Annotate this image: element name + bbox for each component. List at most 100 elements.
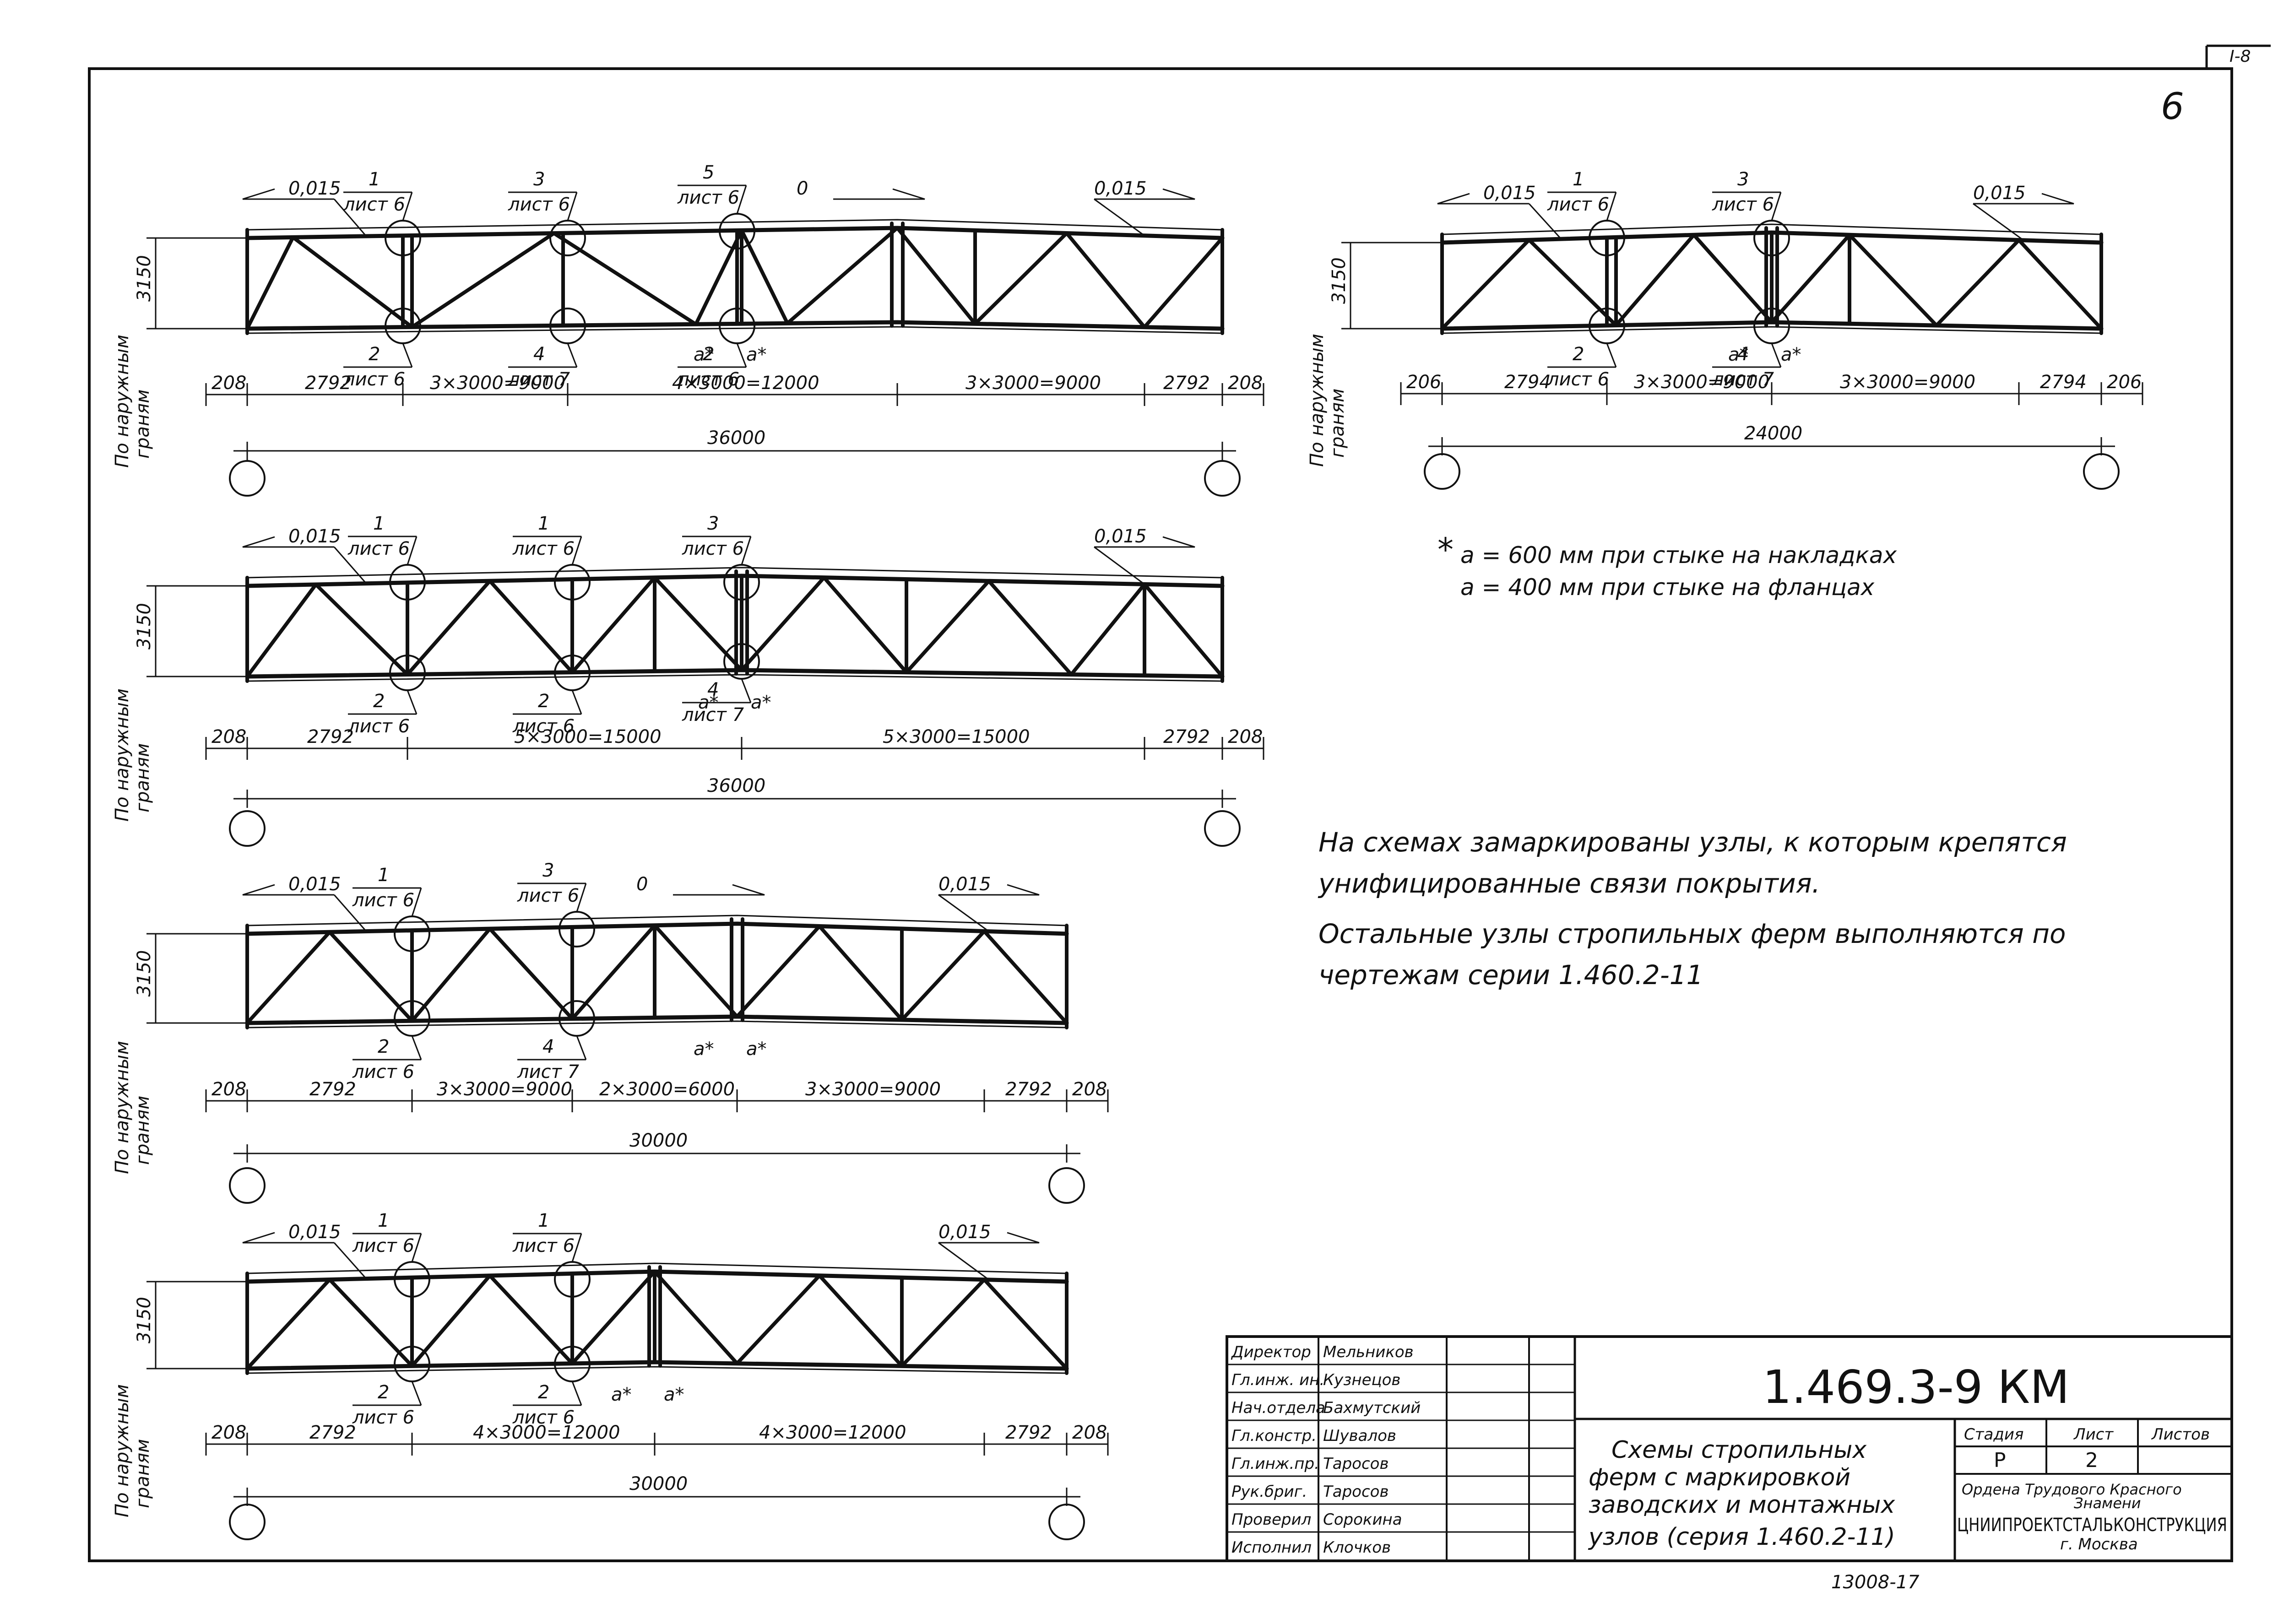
web-diagonal — [570, 1270, 656, 1365]
footnote-asterisk: * — [1437, 531, 1454, 568]
bottom-chord-edge — [247, 1366, 1067, 1374]
node-circle — [549, 220, 586, 256]
dim-label: 2792 — [1005, 1422, 1052, 1443]
slope-right: 0,015 — [1094, 526, 1147, 547]
axis-bubble-right — [1204, 810, 1241, 847]
a-marker-left: a* — [694, 344, 714, 365]
tb-role: Нач.отдела — [1231, 1399, 1325, 1417]
axis-bubble-left — [229, 460, 266, 497]
dim-label: 3×3000=9000 — [430, 373, 565, 394]
node-sheet: лист 6 — [508, 194, 570, 215]
web-diagonal — [245, 582, 318, 678]
dim-label: 208 — [1228, 373, 1263, 394]
node-leader — [407, 690, 418, 715]
a-marker-left: a* — [1728, 344, 1749, 365]
node-leader — [736, 343, 747, 368]
side-label-1: По наружным — [112, 688, 133, 822]
node-number: 4 — [542, 1036, 554, 1057]
web-diagonal — [2017, 238, 2103, 330]
dim-label: 208 — [1072, 1422, 1107, 1443]
side-label-1: По наружным — [112, 335, 133, 468]
dim-label: 206 — [1406, 372, 1441, 393]
node-leader — [411, 888, 422, 917]
node-sheet: лист 6 — [352, 1235, 414, 1256]
node-number: 1 — [538, 513, 549, 534]
drawing-title-3: заводских и монтажных — [1589, 1491, 1895, 1519]
slope-left: 0,015 — [288, 178, 341, 199]
node-sheet: лист 6 — [343, 369, 405, 390]
tb-role: Гл.инж. ин. — [1231, 1371, 1324, 1389]
a-marker-left: a* — [611, 1384, 632, 1405]
slope-mid: 0 — [797, 178, 808, 199]
height-label: 3150 — [134, 1297, 155, 1343]
web-diagonal — [488, 579, 574, 674]
a-marker-left: a* — [698, 692, 719, 713]
slope-right-arrow — [938, 1232, 1040, 1244]
sheet-value: 2 — [2085, 1449, 2098, 1472]
web-diagonal — [900, 929, 986, 1022]
slope-left-arrow — [242, 884, 334, 896]
sheets-header: Листов — [2151, 1425, 2210, 1444]
slope-right-leader — [1094, 546, 1145, 585]
note-line-1: На схемах замаркированы узлы, к которым … — [1318, 827, 2067, 858]
org-line-2: Знамени — [2074, 1494, 2141, 1512]
slope-right: 0,015 — [938, 1222, 991, 1243]
web-diagonal — [740, 575, 826, 672]
node-number: 2 — [538, 691, 549, 712]
web-diagonal — [818, 924, 904, 1022]
slope-left: 0,015 — [288, 526, 341, 547]
axis-bubble-left — [229, 1504, 266, 1540]
node-number: 3 — [707, 513, 719, 534]
node-sheet: лист 7 — [682, 704, 744, 725]
dim-label: 208 — [212, 373, 246, 394]
web-diagonal — [570, 575, 656, 674]
web-diagonal — [735, 1273, 821, 1365]
node-sheet: лист 6 — [682, 538, 744, 559]
dim-label: 2×3000=6000 — [599, 1079, 735, 1100]
node-number: 2 — [378, 1036, 389, 1057]
tb-role: Гл.инж.пр. — [1231, 1455, 1319, 1473]
dim-label: 4×3000=12000 — [473, 1422, 620, 1443]
node-number: 2 — [1573, 344, 1584, 365]
tb-name: Клочков — [1323, 1538, 1391, 1557]
stage-header: Стадия — [1964, 1425, 2023, 1444]
node-leader — [1606, 192, 1617, 221]
web-diagonal — [1848, 233, 1938, 327]
slope-right-arrow — [938, 884, 1040, 896]
top-chord-edge — [1442, 223, 2102, 235]
node-leader — [402, 192, 413, 221]
dim-label: 5×3000=15000 — [514, 726, 662, 747]
org-line-3: ЦНИИПРОЕКТСТАЛЬКОНСТРУКЦИЯ — [1957, 1515, 2227, 1536]
web-diagonal — [328, 1278, 414, 1368]
dim-label: 2792 — [309, 1079, 356, 1100]
node-number: 5 — [703, 162, 714, 183]
web-diagonal — [822, 575, 908, 674]
slope-left-arrow — [1437, 193, 1529, 205]
slope-left: 0,015 — [288, 1222, 341, 1243]
axis-bubble-left — [229, 810, 266, 847]
span-label: 36000 — [707, 428, 765, 449]
web-diagonal — [1440, 238, 1531, 330]
node-number: 2 — [538, 1382, 549, 1403]
node-number: 1 — [373, 513, 385, 534]
web-diagonal — [982, 929, 1069, 1025]
web-diagonal — [488, 927, 574, 1021]
web-diagonal — [410, 231, 556, 329]
span-label: 36000 — [707, 775, 765, 796]
tb-role: Проверил — [1231, 1510, 1311, 1529]
slope-right-leader — [938, 894, 989, 932]
node-number: 4 — [1737, 344, 1749, 365]
node-number: 1 — [1573, 169, 1584, 190]
web-diagonal — [488, 1273, 574, 1365]
a-marker-right: a* — [746, 1039, 767, 1060]
node-sheet: лист 6 — [1547, 194, 1609, 215]
bottom-chord-edge — [1442, 326, 2102, 334]
web-diagonal — [818, 1273, 904, 1368]
node-leader — [571, 536, 582, 565]
node-sheet: лист 7 — [508, 369, 570, 390]
node-leader — [567, 343, 578, 368]
a-marker-right: a* — [1781, 344, 1801, 365]
